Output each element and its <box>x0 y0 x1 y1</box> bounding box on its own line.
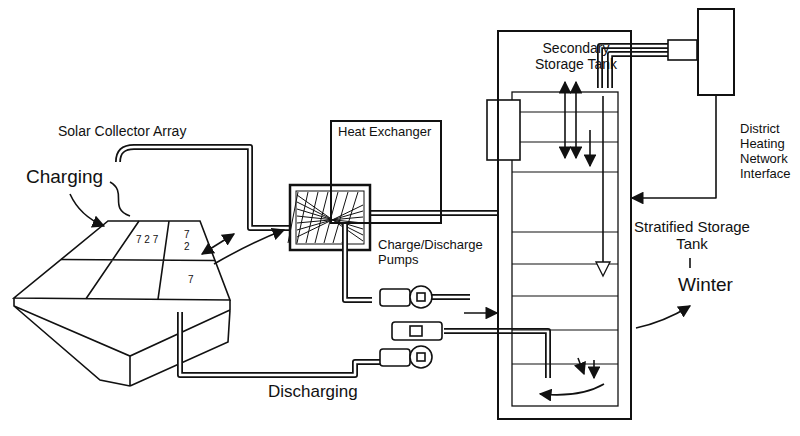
pump-motor <box>380 349 410 366</box>
charging-arrow <box>70 194 104 226</box>
connector-line <box>442 210 497 216</box>
pipe <box>370 212 440 215</box>
part-label: Secondary Storage Tank <box>528 40 624 72</box>
storage-tank: Stratified Storage Tank <box>497 30 632 420</box>
flow-arrow <box>593 360 595 378</box>
tank-internals <box>487 82 618 406</box>
flow-arrow <box>540 384 604 395</box>
pipe-connector <box>345 224 372 300</box>
pipe <box>444 331 548 378</box>
pump-motor <box>392 322 442 340</box>
pipe-bore <box>345 224 372 300</box>
exchange-arrow <box>575 82 577 158</box>
pipe <box>610 54 668 88</box>
panel-mark: 7 2 <box>184 229 192 252</box>
panel-mark: 7 <box>188 274 194 286</box>
pipe-connector <box>442 213 497 214</box>
double-arrow <box>202 234 234 254</box>
panel-mark: 7 2 7 <box>136 234 158 246</box>
pipe <box>610 54 668 88</box>
pipe <box>118 147 290 228</box>
squiggle <box>110 182 130 216</box>
pump-head <box>417 353 425 361</box>
pump-motor <box>410 326 422 336</box>
node-title: Stratified Storage Tank <box>627 218 757 253</box>
interface-flange <box>668 40 697 60</box>
exchange-arrow <box>564 82 566 158</box>
mode-label: Charging <box>26 166 103 188</box>
plate-line <box>297 192 308 243</box>
flow-arrow <box>596 262 610 276</box>
pipe <box>370 210 440 216</box>
flow-arrow <box>602 96 604 272</box>
pump-head <box>410 346 432 368</box>
network-interface: District Heating Network Interface <box>697 8 735 96</box>
connector-line <box>464 312 497 314</box>
pipe <box>432 294 470 300</box>
pipe-bore <box>442 212 497 215</box>
winter-arrow <box>636 306 690 328</box>
layer-line <box>512 171 618 172</box>
panel-grid <box>61 221 215 299</box>
connector-line <box>345 224 372 300</box>
node-title: Charge/Discharge Pumps <box>378 238 493 268</box>
flow-arrow <box>578 358 584 374</box>
layer-line <box>512 363 618 364</box>
pump-motor <box>380 289 410 306</box>
pump-head <box>417 293 425 301</box>
pump-group: Charge/Discharge Pumps <box>372 280 464 372</box>
plate-line <box>288 192 298 243</box>
exchange-arrow <box>589 130 591 166</box>
pipe <box>118 147 290 228</box>
exchanger-plates <box>288 192 363 243</box>
part-label: Solar Collector Array <box>58 123 186 139</box>
pump-set <box>380 286 442 368</box>
node-title: Heat Exchanger <box>332 123 437 142</box>
node-title: District Heating Network Interface <box>740 122 796 182</box>
pipe <box>444 331 548 378</box>
mode-label: Discharging <box>268 382 358 402</box>
layer-line <box>512 329 618 330</box>
pipes <box>118 46 668 378</box>
connector-line <box>632 96 716 198</box>
pipe <box>180 312 382 375</box>
layer-line <box>512 231 618 232</box>
flow-arrow <box>214 230 284 264</box>
secondary-tank <box>487 100 520 160</box>
heat-exchanger-core <box>288 185 370 250</box>
layer-line <box>512 295 618 296</box>
pump-head <box>410 286 432 308</box>
panel-frame <box>14 221 230 300</box>
season-label: Winter <box>678 274 733 296</box>
flow-arrow <box>632 96 716 198</box>
heat-exchanger-box: Heat Exchanger <box>330 120 442 224</box>
pipe <box>432 296 470 299</box>
pipe <box>180 312 382 375</box>
flow-arrow <box>464 313 497 314</box>
solar-array <box>14 221 230 386</box>
tick-mark <box>689 258 691 268</box>
